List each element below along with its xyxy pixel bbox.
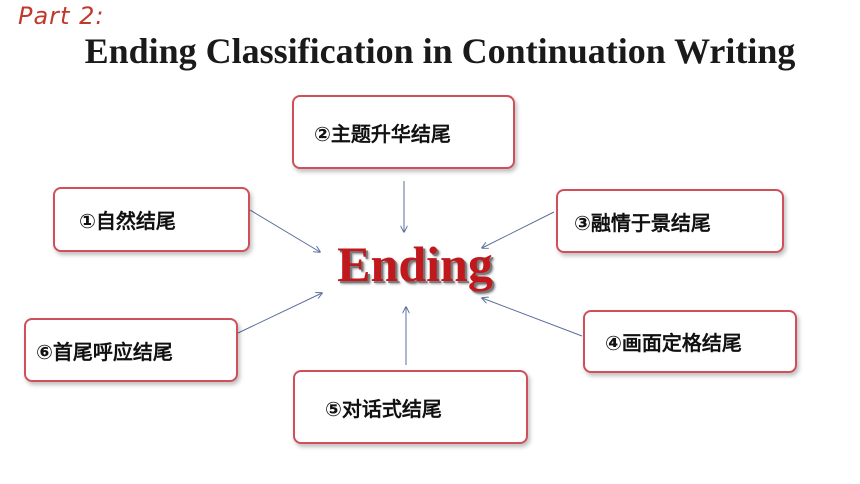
node-label: ①自然结尾 [79, 209, 176, 233]
page-title: Ending Classification in Continuation Wr… [84, 31, 796, 71]
node-label: ⑥首尾呼应结尾 [36, 339, 173, 364]
node-label: ⑤对话式结尾 [325, 396, 442, 421]
arrow-from-node-6 [237, 293, 322, 334]
arrow-from-node-4 [482, 298, 583, 337]
node-emotion-scenery-ending: ③融情于景结尾 [556, 189, 784, 253]
node-label: ②主题升华结尾 [314, 121, 451, 146]
arrow-from-node-1 [249, 209, 320, 252]
node-freeze-frame-ending: ④画面定格结尾 [583, 310, 797, 373]
node-dialogue-ending: ⑤对话式结尾 [293, 370, 528, 444]
node-theme-elevation-ending: ②主题升华结尾 [292, 95, 515, 169]
arrow-from-node-3 [482, 211, 555, 248]
center-word-ending: Ending [337, 236, 493, 292]
node-label: ④画面定格结尾 [605, 331, 742, 355]
node-label: ③融情于景结尾 [574, 210, 711, 235]
part-label: Part 2: [18, 2, 105, 30]
node-natural-ending: ①自然结尾 [53, 187, 250, 252]
node-echo-beginning-ending: ⑥首尾呼应结尾 [24, 318, 238, 382]
